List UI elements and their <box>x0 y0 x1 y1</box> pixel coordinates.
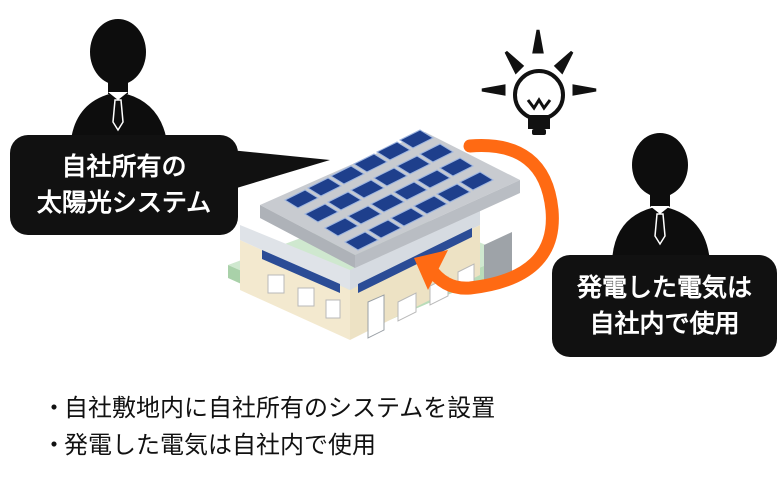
cycle-arrow-icon <box>414 139 559 295</box>
bullet-marker: ・ <box>42 394 66 422</box>
bullet-text: 発電した電気は自社内で使用 <box>64 431 376 459</box>
bubble-right-line2: 自社内で使用 <box>589 309 740 338</box>
bubble-left-line1: 自社所有の <box>61 152 187 181</box>
bullet-text: 自社敷地内に自社所有のシステムを設置 <box>64 394 496 422</box>
bullet-marker: ・ <box>42 431 66 459</box>
bubble-left-line2: 太陽光システム <box>36 188 212 217</box>
person-icon-right <box>612 133 710 262</box>
lightbulb-icon <box>481 29 597 135</box>
factory-icon <box>228 129 520 340</box>
bullet-item: ・ 自社敷地内に自社所有のシステムを設置 <box>42 390 495 427</box>
bubble-right-text: 発電した電気は 自社内で使用 <box>552 270 777 342</box>
bullet-list: ・ 自社敷地内に自社所有のシステムを設置 ・ 発電した電気は自社内で使用 <box>42 390 495 464</box>
bullet-item: ・ 発電した電気は自社内で使用 <box>42 427 495 464</box>
person-icon-left <box>70 19 168 150</box>
speech-bubble-right <box>552 255 777 357</box>
bubble-right-line1: 発電した電気は <box>576 273 752 302</box>
bubble-left-text: 自社所有の 太陽光システム <box>10 149 238 221</box>
solar-panels <box>283 129 495 251</box>
speech-bubble-left <box>10 135 330 235</box>
